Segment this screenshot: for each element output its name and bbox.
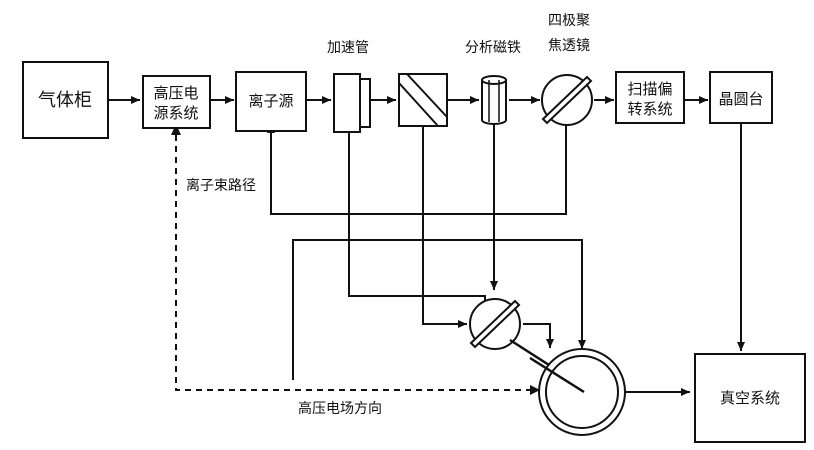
label-magnet: 分析磁铁 [465, 40, 521, 56]
line-magnet-down [422, 126, 467, 328]
label-gas-cabinet: 气体柜 [38, 90, 92, 111]
label-quad-line2: 焦透镜 [548, 38, 590, 54]
label-accelerator: 加速管 [327, 40, 369, 56]
label-hv-line2: 源系统 [153, 104, 198, 122]
label-hv-line1: 高压电 [153, 84, 198, 102]
label-field-direction: 高压电场方向 [298, 400, 382, 417]
ion-source-box [235, 71, 307, 132]
quadrupole-lens [541, 74, 593, 126]
accelerator-tube [333, 73, 371, 133]
label-ion-source: 离子源 [248, 92, 293, 110]
beam-slit [481, 75, 507, 125]
dashed-arrow-head-right [530, 385, 540, 395]
label-scan-line2: 转系统 [627, 100, 672, 118]
lower-lens [469, 298, 521, 350]
dashed-hv-line [175, 135, 532, 391]
label-quad-line1: 四极聚 [548, 13, 590, 29]
beam-in-chamber [529, 356, 585, 394]
line-accel-down [348, 133, 486, 303]
label-scan-line1: 扫描偏 [627, 80, 672, 98]
hv-power-box [142, 75, 211, 129]
line-field-direction [292, 239, 586, 380]
arrow-feedback-to-source [267, 122, 567, 215]
wafer-stage-box [709, 71, 773, 124]
analyzing-magnet [398, 73, 448, 127]
label-beam-path: 离子束路径 [186, 177, 256, 194]
label-wafer-stage: 晶圆台 [718, 90, 763, 108]
gas-cabinet-box [22, 61, 109, 139]
vacuum-system-box [694, 353, 806, 443]
line-lens-right [523, 323, 554, 348]
dashed-arrow-head-up [171, 124, 181, 135]
scan-system-box [615, 71, 685, 124]
label-vacuum: 真空系统 [720, 389, 780, 407]
